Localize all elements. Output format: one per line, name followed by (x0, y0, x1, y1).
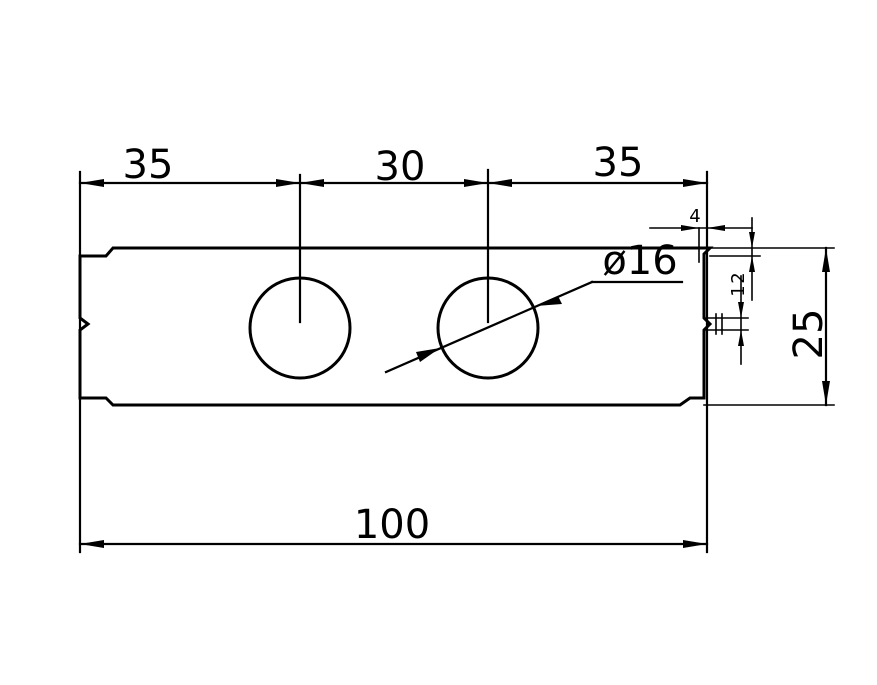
dim-notch-width: 4 (689, 206, 700, 227)
dim-notch-height: 2 (728, 272, 749, 283)
dim-right-offset: 35 (593, 140, 644, 186)
dim-arrow (276, 179, 300, 187)
dim-arrow (707, 225, 725, 231)
dim-arrow (488, 179, 512, 187)
dim-arrow (536, 296, 562, 306)
dim-arrow (822, 381, 830, 405)
dim-height: 25 (786, 309, 832, 360)
dim-arrow (822, 248, 830, 272)
dim-arrow (80, 179, 104, 187)
dim-arrow (749, 256, 755, 272)
dim-hole-diameter: ø16 (602, 238, 677, 284)
dim-arrow (416, 348, 440, 362)
dim-arrow (464, 179, 488, 187)
dim-notch-depth: 1 (728, 285, 749, 296)
dim-arrow (738, 330, 744, 346)
dim-arrow (683, 540, 707, 548)
dim-arrow (300, 179, 324, 187)
dim-arrow (683, 179, 707, 187)
dim-arrow (749, 232, 755, 248)
dim-overall-length: 100 (354, 502, 430, 548)
dim-arrow (738, 302, 744, 318)
dim-arrow (681, 225, 699, 231)
dim-arrow (80, 540, 104, 548)
dim-left-offset: 35 (123, 142, 174, 188)
dim-hole-spacing: 30 (375, 144, 426, 190)
